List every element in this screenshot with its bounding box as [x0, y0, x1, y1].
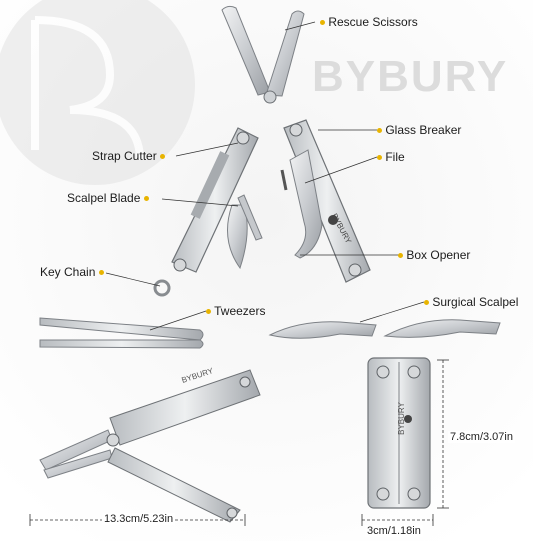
- label-surgical-scalpel: Surgical Scalpel: [424, 295, 518, 309]
- label-text: Tweezers: [214, 304, 266, 318]
- surgical-scalpel-blade-1-icon: [268, 321, 377, 339]
- label-text: Box Opener: [406, 248, 471, 262]
- label-text: Strap Cutter: [92, 149, 157, 163]
- bullet-dot-icon: [160, 154, 166, 160]
- watermark-logo: [0, 0, 195, 185]
- label-glass-breaker: Glass Breaker: [377, 123, 461, 137]
- label-file: File: [377, 150, 405, 164]
- label-text: Scalpel Blade: [67, 191, 141, 205]
- bullet-dot-icon: [398, 253, 403, 259]
- label-scalpel-blade: Scalpel Blade: [67, 191, 149, 205]
- bullet-dot-icon: [143, 196, 149, 202]
- label-rescue-scissors: Rescue Scissors: [320, 15, 418, 29]
- surgical-scalpel-blade-2-icon: [383, 319, 501, 338]
- rescue-scissors-icon: [221, 5, 305, 104]
- label-box-opener: Box Opener: [398, 248, 470, 262]
- label-strap-cutter: Strap Cutter: [92, 149, 166, 163]
- bullet-dot-icon: [377, 128, 382, 134]
- callout-lines: [105, 21, 400, 287]
- tweezers-icon: [39, 317, 204, 349]
- label-text: Rescue Scissors: [328, 15, 418, 29]
- multitool-closed-icon: [367, 357, 431, 509]
- multitool-scissors-open-icon: [39, 369, 261, 523]
- bullet-dot-icon: [377, 155, 382, 161]
- scalpel-blade-icon: [227, 194, 263, 270]
- dimension-open-length: 13.3cm/5.23in: [102, 513, 176, 525]
- bullet-dot-icon: [424, 300, 429, 306]
- bullet-dot-icon: [206, 309, 211, 315]
- file-icon: [280, 149, 323, 259]
- label-tweezers: Tweezers: [206, 304, 265, 318]
- watermark-wordmark: BYBURY: [312, 52, 509, 101]
- left-handle-icon: [171, 127, 259, 273]
- label-text: Surgical Scalpel: [432, 295, 519, 309]
- bullet-dot-icon: [98, 270, 104, 276]
- dimension-closed-height: 7.8cm/3.07in: [448, 431, 515, 443]
- tool-brand-mark: BYBURY: [396, 402, 406, 435]
- label-key-chain: Key Chain: [40, 265, 104, 279]
- bullet-dot-icon: [320, 20, 325, 26]
- label-text: Glass Breaker: [385, 123, 462, 137]
- label-text: Key Chain: [40, 265, 96, 279]
- key-chain-ring-icon: [153, 279, 171, 297]
- label-text: File: [385, 150, 405, 164]
- dimension-closed-width: 3cm/1.18in: [365, 525, 423, 537]
